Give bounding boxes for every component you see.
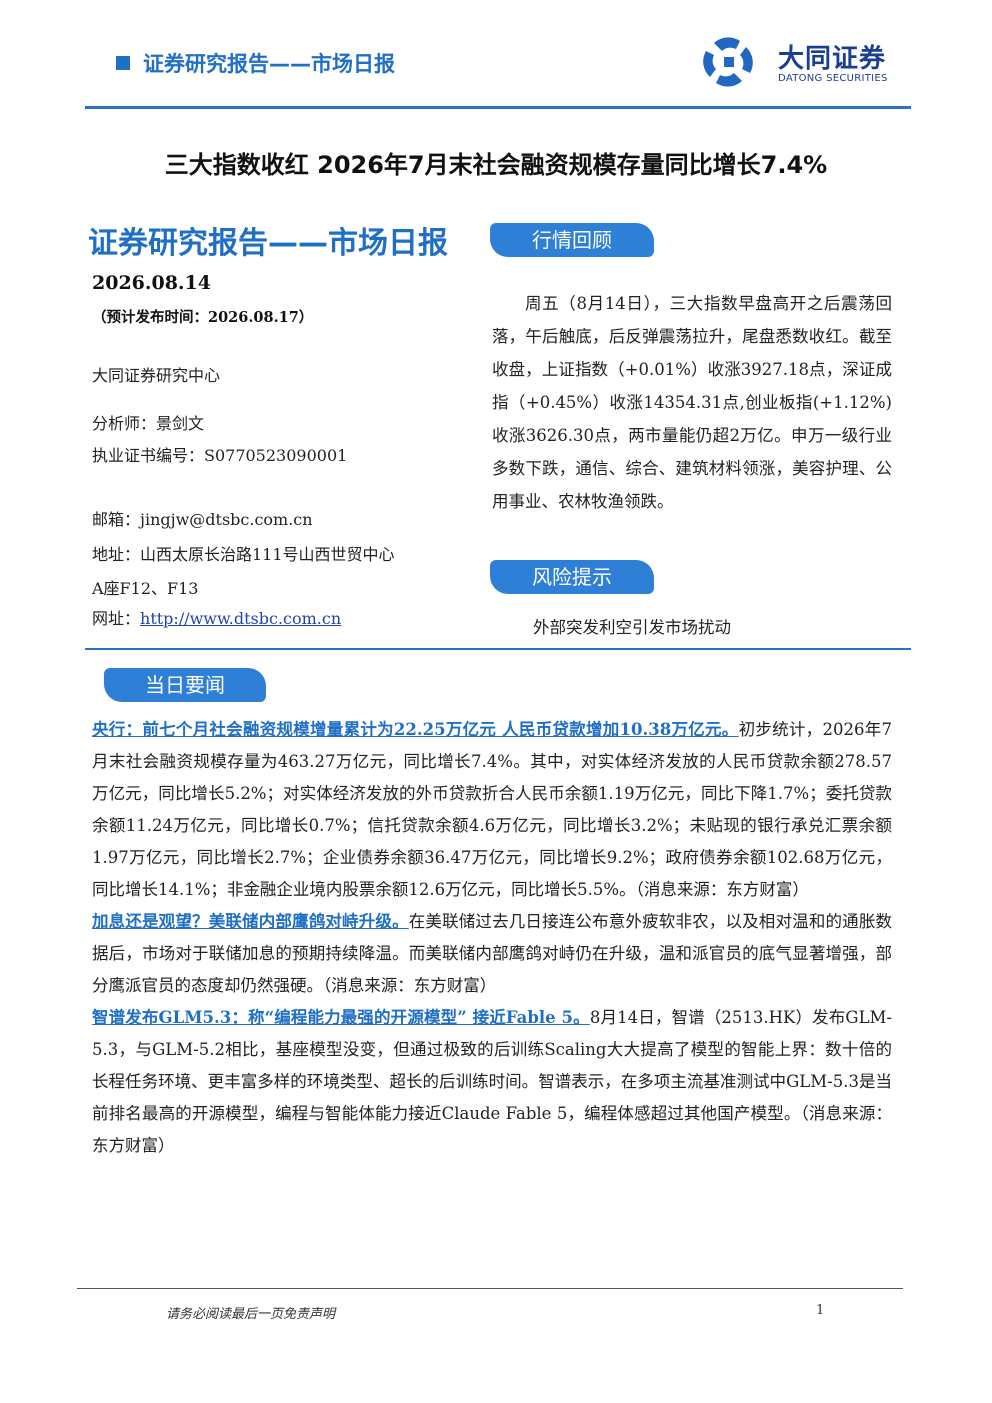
footer-disclaimer: 请务必阅读最后一页免责声明 bbox=[166, 1307, 336, 1322]
tab-daily-news: 当日要闻 bbox=[104, 668, 266, 702]
market-review-text: 周五（8月14日），三大指数早盘高开之后震荡回落，午后触底，后反弹震荡拉升，尾盘… bbox=[492, 294, 892, 511]
news-headline-link[interactable]: 央行：前七个月社会融资规模增量累计为22.25万亿元 人民币贷款增加10.38万… bbox=[92, 720, 739, 739]
brand-name-cn: 大同证券 bbox=[778, 44, 887, 74]
brand-name-en: DATONG SECURITIES bbox=[778, 73, 888, 84]
news-headline-link[interactable]: 加息还是观望？美联储内部鹰鸽对峙升级。 bbox=[92, 912, 409, 931]
tab-market-review: 行情回顾 bbox=[490, 223, 654, 257]
tab-risk-warning: 风险提示 bbox=[490, 560, 654, 594]
page-number: 1 bbox=[816, 1303, 825, 1318]
news-body: 8月14日，智谱（2513.HK）发布GLM-5.3，与GLM-5.2相比，基座… bbox=[92, 1008, 892, 1155]
section-divider bbox=[85, 648, 911, 650]
page-title: 三大指数收红 2026年7月末社会融资规模存量同比增长7.4% bbox=[164, 151, 828, 179]
email: 邮箱：jingjw@dtsbc.com.cn bbox=[92, 510, 313, 529]
report-type-title: 证券研究报告——市场日报 bbox=[88, 226, 448, 261]
website-link[interactable]: http://www.dtsbc.com.cn bbox=[140, 609, 342, 628]
address-line-2: A座F12、F13 bbox=[92, 579, 199, 598]
datong-logo-icon bbox=[703, 37, 753, 87]
website-row: 网址：http://www.dtsbc.com.cn bbox=[92, 605, 341, 629]
header-square-icon bbox=[116, 56, 130, 70]
news-body: 初步统计，2026年7月末社会融资规模存量为463.27万亿元，同比增长7.4%… bbox=[92, 720, 892, 899]
header-divider bbox=[85, 106, 911, 109]
license-number: 执业证书编号：S0770523090001 bbox=[92, 446, 348, 465]
publish-time: （预计发布时间：2026.08.17） bbox=[92, 309, 314, 326]
analyst: 分析师：景剑文 bbox=[92, 414, 205, 433]
website-label: 网址： bbox=[92, 609, 141, 628]
news-body: 在美联储过去几日接连公布意外疲软非农，以及相对温和的通胀数据后，市场对于联储加息… bbox=[92, 912, 893, 995]
footer-divider bbox=[77, 1288, 903, 1289]
news-item: 加息还是观望？美联储内部鹰鸽对峙升级。在美联储过去几日接连公布意外疲软非农，以及… bbox=[92, 906, 892, 1002]
news-list: 央行：前七个月社会融资规模增量累计为22.25万亿元 人民币贷款增加10.38万… bbox=[92, 714, 892, 1162]
institution: 大同证券研究中心 bbox=[92, 366, 221, 385]
report-date: 2026.08.14 bbox=[92, 272, 211, 294]
risk-warning-text: 外部突发利空引发市场扰动 bbox=[533, 618, 731, 637]
news-item: 智谱发布GLM5.3：称“编程能力最强的开源模型” 接近Fable 5。8月14… bbox=[92, 1002, 892, 1162]
news-headline-link[interactable]: 智谱发布GLM5.3：称“编程能力最强的开源模型” 接近Fable 5。 bbox=[92, 1008, 590, 1027]
news-item: 央行：前七个月社会融资规模增量累计为22.25万亿元 人民币贷款增加10.38万… bbox=[92, 714, 892, 906]
header-report-type: 证券研究报告——市场日报 bbox=[143, 52, 395, 76]
address-line-1: 地址：山西太原长治路111号山西世贸中心 bbox=[92, 545, 395, 564]
